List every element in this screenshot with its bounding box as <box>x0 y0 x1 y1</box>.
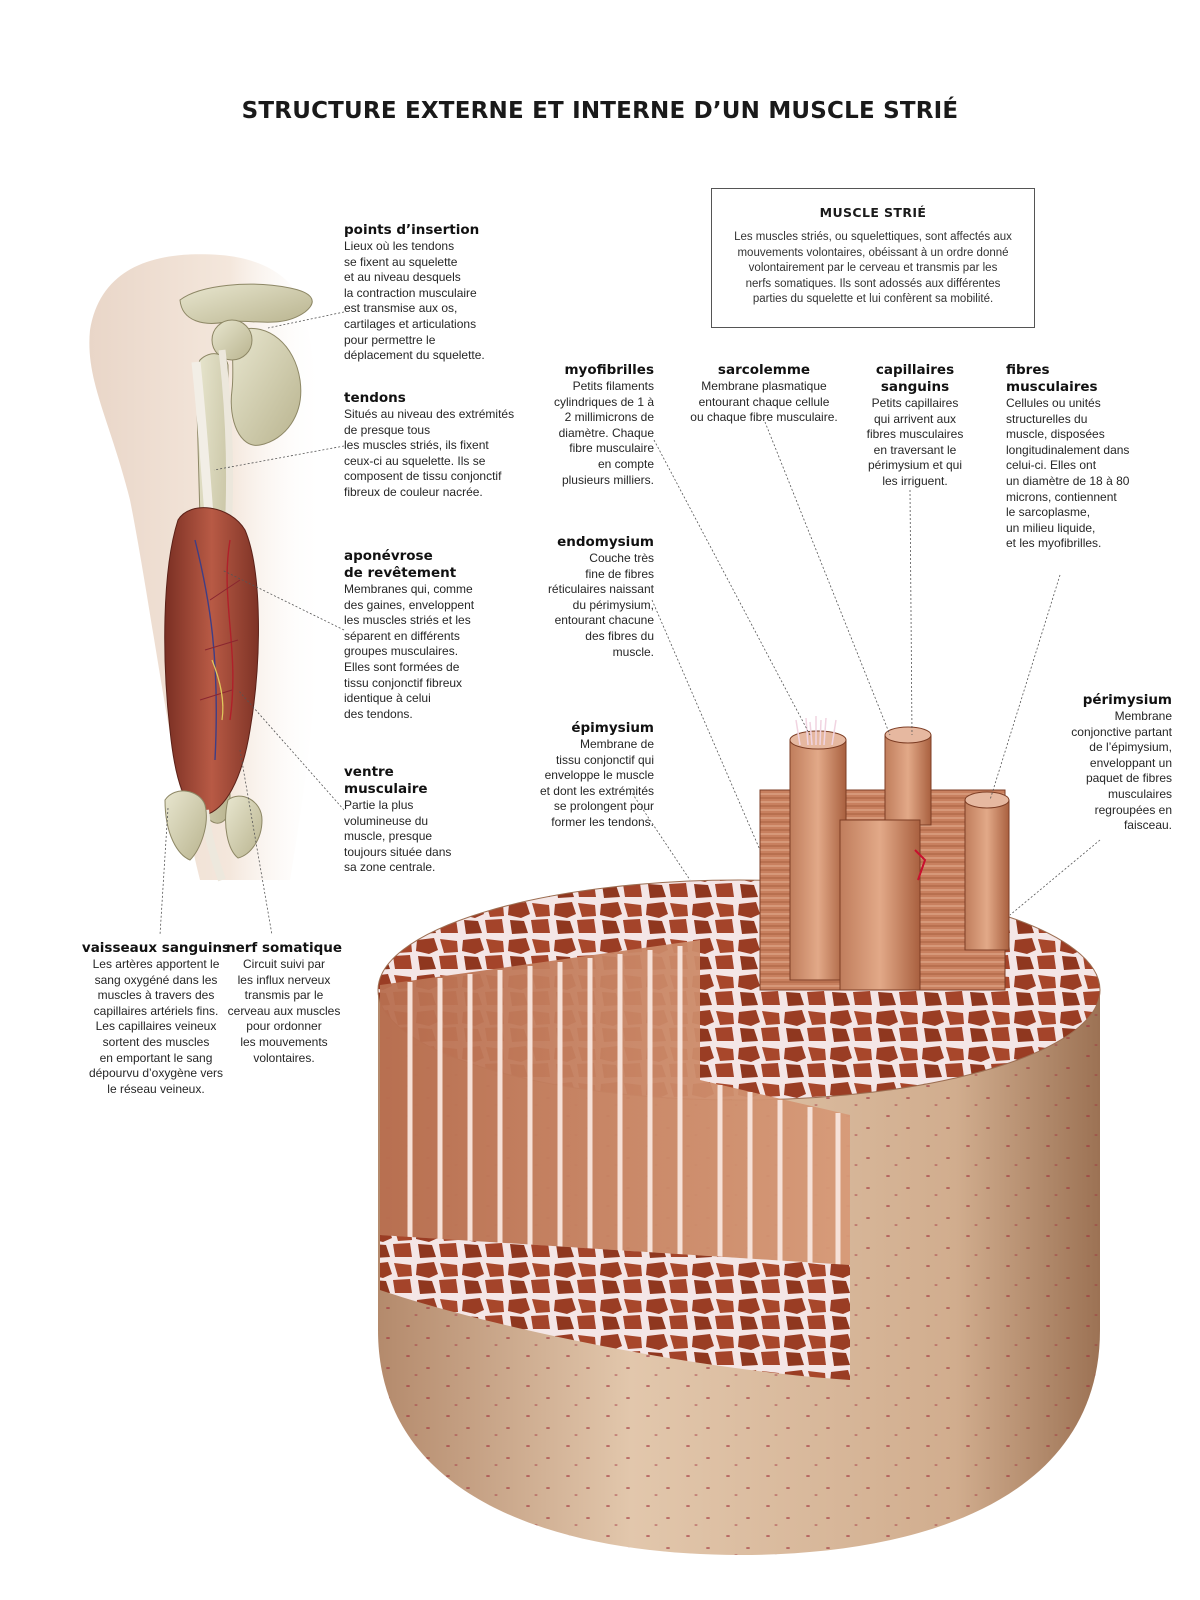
label-aponevrose: aponévrose de revêtement Membranes qui, … <box>344 548 514 722</box>
label-sarcolemme: sarcolemme Membrane plasmatique entouran… <box>680 362 848 426</box>
label-text: Circuit suivi par les influx nerveux tra… <box>227 957 341 1065</box>
label-epimysium: épimysium Membrane de tissu conjonctif q… <box>522 720 654 831</box>
label-tendons: tendons Situés au niveau des extrémités … <box>344 390 534 501</box>
label-heading: épimysium <box>571 720 654 736</box>
label-heading: myofibrilles <box>564 362 654 378</box>
label-text: Membrane de tissu conjonctif qui envelop… <box>539 737 654 829</box>
label-myofibrilles: myofibrilles Petits filaments cylindriqu… <box>530 362 654 488</box>
label-heading: nerf somatique <box>226 940 342 956</box>
label-text: Partie la plus volumineuse du muscle, pr… <box>344 798 452 875</box>
label-heading: points d’insertion <box>344 222 480 238</box>
info-box-heading: MUSCLE STRIÉ <box>819 205 927 220</box>
page-title: STRUCTURE EXTERNE ET INTERNE D’UN MUSCLE… <box>241 98 959 124</box>
label-text: Membrane plasmatique entourant chaque ce… <box>690 379 838 425</box>
label-text: Lieux où les tendons se fixent au squele… <box>344 239 485 363</box>
label-heading: endomysium <box>557 534 654 550</box>
label-vaisseaux-sanguins: vaisseaux sanguins Les artères apportent… <box>76 940 236 1097</box>
label-heading: capillaires sanguins <box>875 362 955 395</box>
label-capillaires-sanguins: capillaires sanguins Petits capillaires … <box>855 362 975 490</box>
label-nerf-somatique: nerf somatique Circuit suivi par les inf… <box>225 940 343 1066</box>
label-text: Les artères apportent le sang oxygéné da… <box>88 957 224 1096</box>
label-text: Membrane conjonctive partant de l’épimys… <box>1071 709 1172 833</box>
label-ventre-musculaire: ventre musculaire Partie la plus volumin… <box>344 764 494 876</box>
label-heading: sarcolemme <box>717 362 811 378</box>
info-box-text: Les muscles striés, ou squelettiques, so… <box>734 231 1012 305</box>
label-heading: aponévrose de revêtement <box>344 548 457 581</box>
label-points-insertion: points d’insertion Lieux où les tendons … <box>344 222 524 364</box>
label-text: Petits filaments cylindriques de 1 à 2 m… <box>553 379 654 487</box>
label-endomysium: endomysium Couche très fine de fibres ré… <box>532 534 654 660</box>
label-heading: périmysium <box>1082 692 1172 708</box>
label-fibres-musculaires: fibres musculaires Cellules ou unités st… <box>1006 362 1156 552</box>
label-text: Petits capillaires qui arrivent aux fibr… <box>866 396 964 488</box>
label-heading: fibres musculaires <box>1006 362 1098 395</box>
muscle-cross-section-illustration <box>377 716 1101 1555</box>
label-perimysium: périmysium Membrane conjonctive partant … <box>1048 692 1172 834</box>
label-text: Cellules ou unités structurelles du musc… <box>1006 396 1130 551</box>
leader-lines <box>159 311 1101 936</box>
label-text: Situés au niveau des extrémités de presq… <box>344 407 515 499</box>
info-box-muscle-strie: MUSCLE STRIÉ Les muscles striés, ou sque… <box>711 188 1035 328</box>
arm-illustration <box>89 254 324 882</box>
label-heading: vaisseaux sanguins <box>81 940 231 956</box>
label-heading: tendons <box>344 390 406 406</box>
label-heading: ventre musculaire <box>344 764 428 797</box>
label-text: Membranes qui, comme des gaines, envelop… <box>344 582 475 721</box>
label-text: Couche très fine de fibres réticulaires … <box>547 551 654 659</box>
